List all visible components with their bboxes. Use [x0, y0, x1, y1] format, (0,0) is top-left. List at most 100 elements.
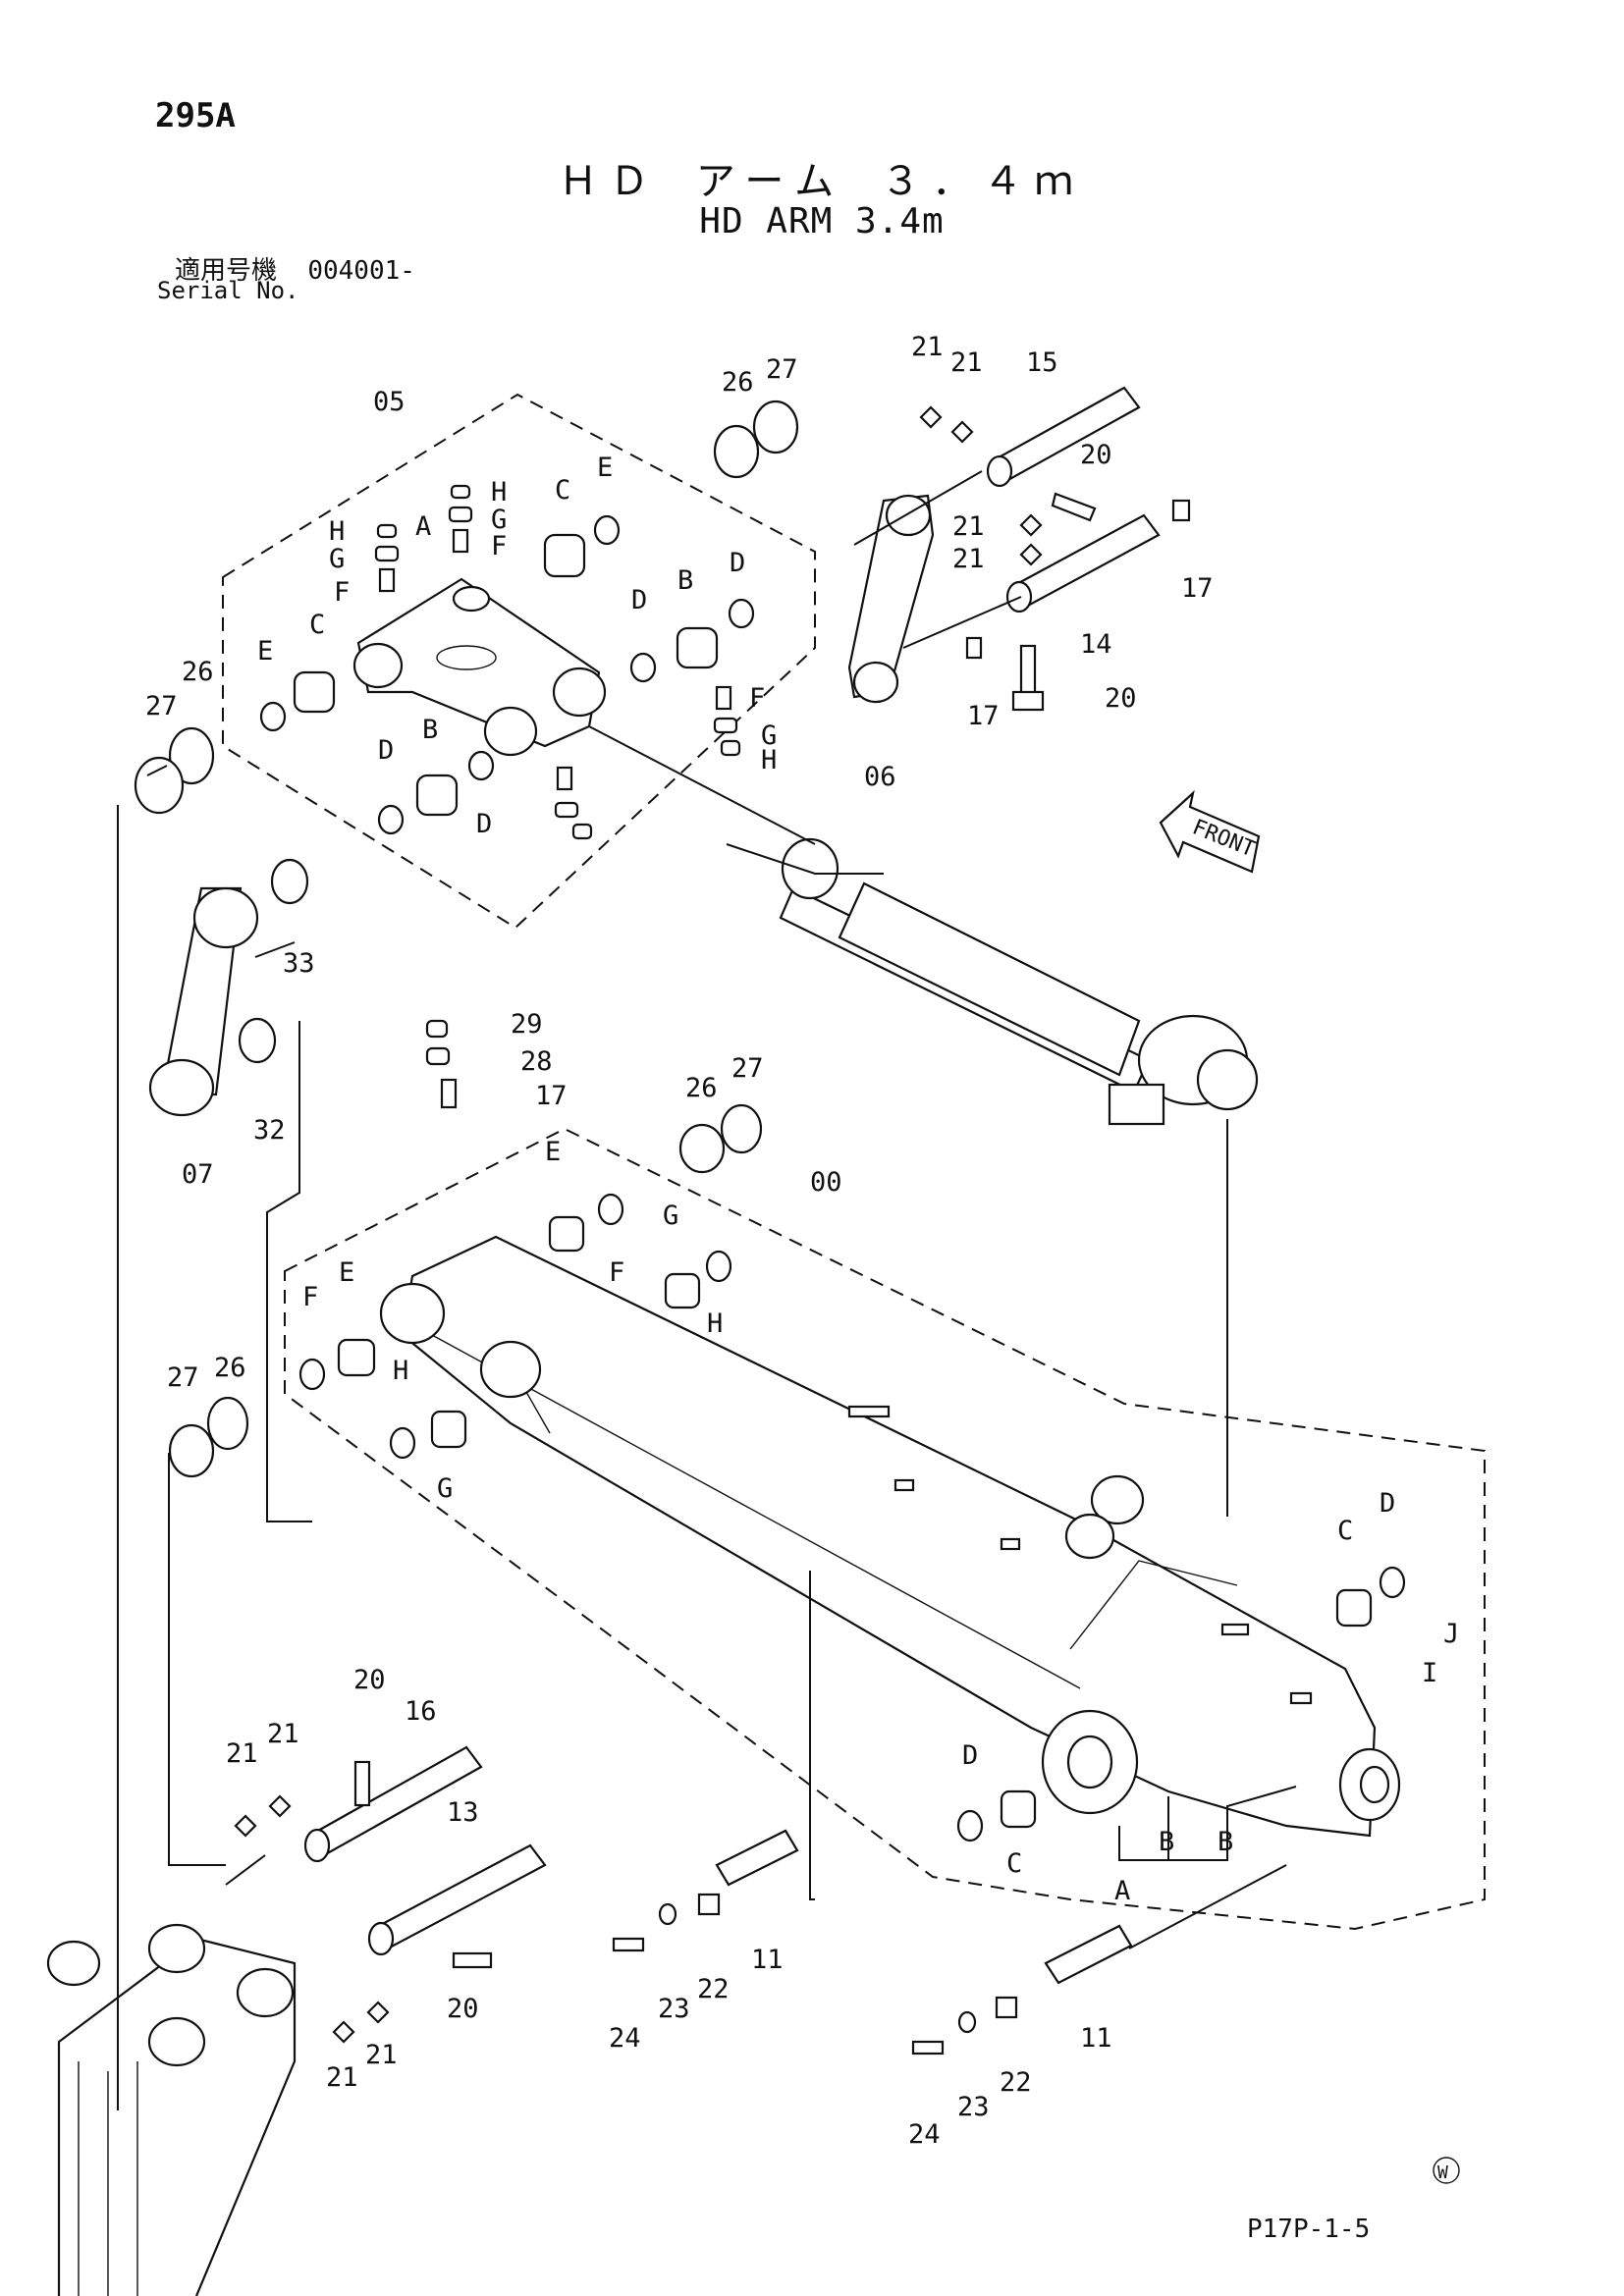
callout-26: 26 [182, 657, 214, 687]
callout-21: 21 [226, 1738, 258, 1769]
callout-labels: 05 00 06 07 27 26 26 27 26 27 27 26 21 2… [145, 332, 1459, 2150]
serial-label-jp: 適用号機 [175, 256, 278, 286]
letter-F: F [302, 1282, 318, 1312]
callout-link-07: 07 [182, 1159, 214, 1190]
callout-26: 26 [722, 367, 754, 398]
letter-F: F [609, 1257, 624, 1288]
link-06 [847, 494, 935, 704]
letter-H: H [393, 1356, 408, 1386]
serial-label-en: Serial No. [157, 277, 299, 304]
reference-code: P17P-1-5 [1247, 2215, 1371, 2244]
letter-G: G [491, 505, 507, 535]
callout-16: 16 [405, 1696, 437, 1727]
lower-pins [234, 1745, 1133, 2056]
letter-D: D [476, 809, 492, 839]
letter-E: E [597, 453, 613, 483]
callout-26: 26 [214, 1353, 246, 1383]
callout-33: 33 [283, 948, 315, 979]
callout-23: 23 [658, 1994, 690, 2024]
letter-G: G [663, 1201, 678, 1231]
callout-21: 21 [950, 347, 983, 378]
letter-D: D [730, 548, 745, 578]
letter-B: B [677, 565, 693, 596]
letter-F: F [334, 577, 350, 608]
w-mark-letter: W [1437, 2163, 1448, 2183]
callout-28: 28 [520, 1046, 553, 1077]
callout-20: 20 [1105, 683, 1137, 714]
callout-23: 23 [957, 2092, 990, 2122]
callout-21: 21 [326, 2062, 358, 2093]
callout-14: 14 [1080, 629, 1112, 660]
callout-21: 21 [911, 332, 944, 362]
letter-F: F [491, 531, 507, 561]
pins-upper-right [919, 386, 1191, 712]
letter-E: E [257, 636, 273, 667]
callout-21: 21 [365, 2040, 398, 2070]
callout-group-05: 05 [373, 387, 406, 417]
letter-H: H [329, 516, 345, 547]
leader-lines [117, 470, 1297, 2110]
callout-17: 17 [1181, 573, 1214, 604]
letter-G: G [329, 544, 345, 574]
arm-body-00 [379, 1235, 1401, 1838]
callout-24: 24 [609, 2023, 641, 2054]
hydraulic-cylinder [779, 837, 1259, 1126]
callout-group-00: 00 [810, 1167, 842, 1198]
callout-26: 26 [685, 1073, 718, 1103]
callout-32: 32 [253, 1115, 286, 1146]
bushings-group-00 [168, 1103, 1406, 1842]
page-number: 295A [155, 96, 236, 135]
letter-D: D [378, 735, 394, 766]
callout-17: 17 [535, 1081, 568, 1111]
group-05-outline [222, 393, 816, 930]
callout-11: 11 [1080, 2023, 1112, 2054]
letter-G: G [761, 721, 777, 751]
fittings-29-28-17 [425, 1019, 458, 1109]
letter-D: D [1380, 1488, 1395, 1519]
letter-G: G [437, 1473, 453, 1504]
letter-H: H [491, 477, 507, 507]
letter-I: I [1422, 1658, 1437, 1688]
letter-C: C [555, 475, 570, 506]
w-mark: W [1433, 2157, 1460, 2184]
title-english: HD ARM 3.4m [699, 201, 945, 241]
callout-27: 27 [167, 1362, 199, 1393]
callout-21: 21 [952, 511, 985, 542]
link-07 [148, 858, 309, 1117]
bucket-corner [46, 1923, 297, 2296]
letter-F: F [749, 683, 765, 714]
serial-value: 004001- [307, 256, 415, 286]
letter-C: C [1006, 1848, 1022, 1879]
letter-E: E [339, 1257, 354, 1288]
letter-J: J [1443, 1619, 1459, 1649]
bushings-group-05 [134, 400, 799, 835]
letter-A: A [415, 511, 431, 542]
callout-24: 24 [908, 2119, 941, 2150]
callout-link-06: 06 [864, 762, 896, 792]
title-japanese: ＨＤ アーム ３．４ｍ [558, 159, 1086, 204]
callout-15: 15 [1026, 347, 1058, 378]
letter-B: B [422, 715, 438, 745]
callout-27: 27 [766, 354, 798, 385]
callout-21: 21 [267, 1719, 299, 1749]
group-00-outline [284, 1127, 1486, 1931]
callout-20: 20 [353, 1665, 386, 1695]
callout-21: 21 [952, 544, 985, 574]
link-bracket-05 [352, 577, 607, 757]
letter-C: C [309, 610, 325, 640]
callout-29: 29 [511, 1009, 543, 1040]
callout-20: 20 [1080, 440, 1112, 470]
letter-D: D [631, 585, 647, 615]
serial-line: 適用号機 004001- [175, 250, 415, 287]
letter-B: B [1159, 1827, 1174, 1857]
letter-E: E [545, 1137, 561, 1167]
callout-27: 27 [731, 1053, 764, 1084]
callout-17: 17 [967, 701, 1000, 731]
letter-H: H [707, 1308, 723, 1339]
grease-fittings-upper [374, 484, 741, 840]
callout-13: 13 [447, 1797, 479, 1828]
callout-20: 20 [447, 1994, 479, 2024]
callout-22: 22 [697, 1974, 730, 2004]
letter-B: B [1218, 1827, 1233, 1857]
